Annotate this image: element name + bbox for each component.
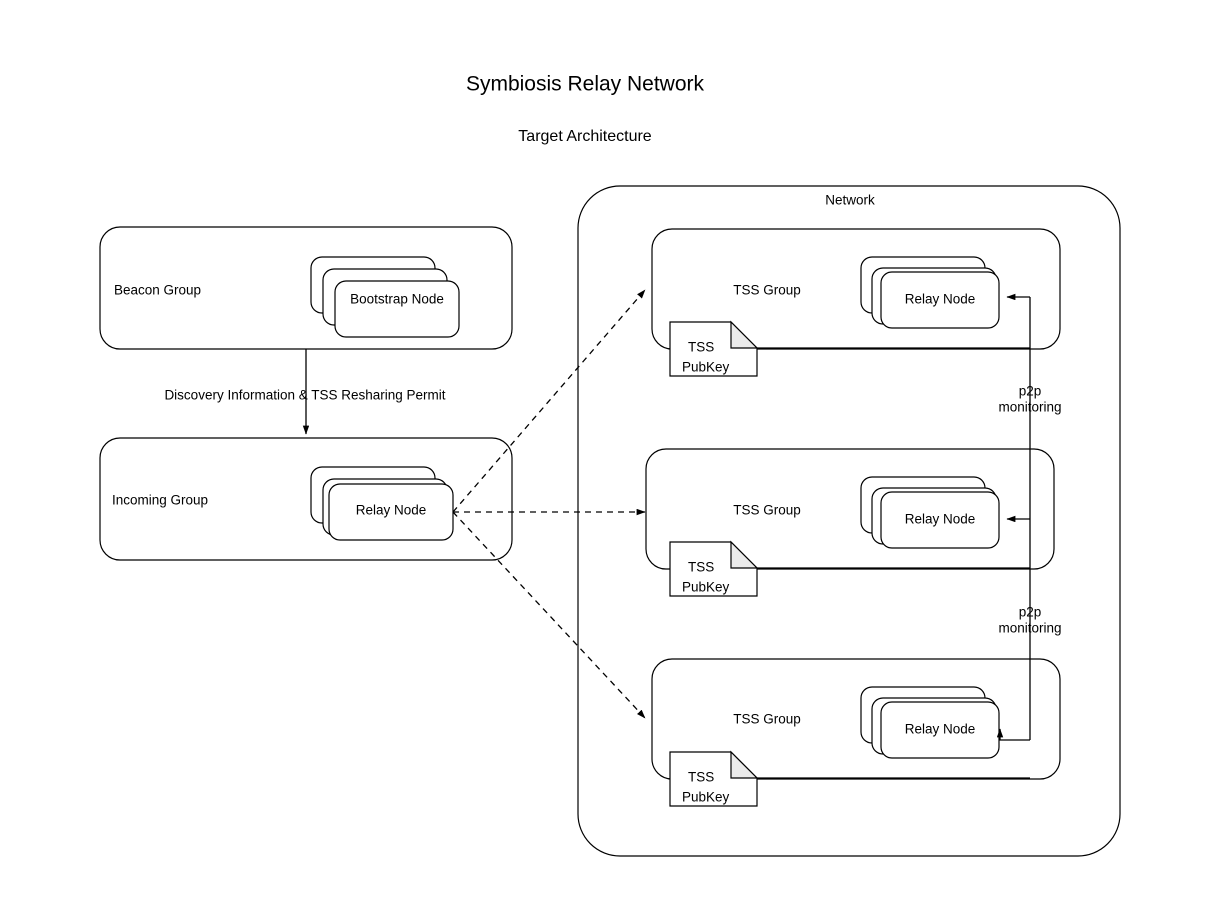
tss-group-1-relay-node-label: Relay Node: [905, 292, 976, 307]
p2p-monitoring-label-2-line2: monitoring: [998, 621, 1061, 636]
tss-group-2[interactable]: TSS Group Relay Node TSS PubKey: [645, 448, 1055, 597]
network-label: Network: [825, 193, 875, 208]
discovery-flow-label: Discovery Information & TSS Resharing Pe…: [164, 388, 445, 403]
p2p-monitoring-label-2-line1: p2p: [1019, 605, 1042, 620]
dashed-arrow-to-tss-group-3: [452, 511, 646, 719]
p2p-monitoring-label-1-line1: p2p: [1019, 384, 1042, 399]
incoming-relay-node-stack[interactable]: Relay Node: [310, 466, 454, 541]
tss-group-1-relay-node-stack[interactable]: Relay Node: [860, 256, 1000, 329]
tss-group-3-relay-node-label: Relay Node: [905, 722, 976, 737]
bootstrap-node-stack[interactable]: Bootstrap Node: [310, 256, 460, 338]
bootstrap-node-label: Bootstrap Node: [350, 292, 444, 307]
tss-group-2-relay-node-stack[interactable]: Relay Node: [860, 476, 1000, 549]
p2p-monitoring-connectors: p2p monitoring p2p monitoring: [996, 293, 1062, 741]
p2p-monitoring-label-1-line2: monitoring: [998, 400, 1061, 415]
tss-group-2-label: TSS Group: [733, 503, 801, 518]
tss-group-3[interactable]: TSS Group Relay Node TSS PubKey: [651, 658, 1061, 807]
tss-group-2-pubkey-note[interactable]: TSS PubKey: [669, 540, 759, 597]
discovery-flow-connector: Discovery Information & TSS Resharing Pe…: [164, 349, 446, 435]
dashed-arrow-to-tss-group-1: [452, 289, 646, 513]
tss-group-3-pubkey-line2: PubKey: [682, 790, 730, 805]
tss-group-3-box[interactable]: [651, 658, 1061, 780]
tss-group-2-relay-card-front[interactable]: [880, 491, 1000, 549]
tss-group-1-box[interactable]: [651, 228, 1061, 350]
tss-group-1-relay-card-front[interactable]: [880, 271, 1000, 329]
tss-group-2-pubkey-line1: TSS: [688, 560, 714, 575]
incoming-group-label: Incoming Group: [112, 493, 208, 508]
network-container: Network: [577, 185, 1121, 857]
tss-group-2-pubkey-line2: PubKey: [682, 580, 730, 595]
tss-group-3-pubkey-line1: TSS: [688, 770, 714, 785]
dashed-connectors: [452, 289, 646, 719]
tss-group-3-relay-node-stack[interactable]: Relay Node: [860, 686, 1000, 759]
tss-group-2-box[interactable]: [645, 448, 1055, 570]
network-boundary: [577, 185, 1121, 857]
tss-group-3-label: TSS Group: [733, 712, 801, 727]
incoming-relay-node-label: Relay Node: [356, 503, 427, 518]
beacon-group[interactable]: Beacon Group Bootstrap Node: [99, 226, 513, 350]
beacon-group-label: Beacon Group: [114, 283, 201, 298]
page-title: Symbiosis Relay Network: [466, 73, 705, 96]
pubkey-rails: [757, 347, 1030, 779]
tss-group-2-relay-node-label: Relay Node: [905, 512, 976, 527]
page-subtitle: Target Architecture: [518, 128, 652, 145]
p2p-arrow-to-relay-3: [996, 728, 1030, 741]
tss-group-2-pubkey-fold-icon: [730, 540, 759, 569]
tss-group-1-label: TSS Group: [733, 283, 801, 298]
tss-group-3-pubkey-note[interactable]: TSS PubKey: [669, 750, 759, 807]
tss-group-1-pubkey-line2: PubKey: [682, 360, 730, 375]
incoming-group[interactable]: Incoming Group Relay Node: [99, 437, 513, 561]
tss-group-1-pubkey-line1: TSS: [688, 340, 714, 355]
bootstrap-node-card-front[interactable]: [334, 280, 460, 338]
tss-group-1[interactable]: TSS Group Relay Node TSS PubKey: [651, 228, 1061, 377]
tss-group-1-pubkey-note[interactable]: TSS PubKey: [669, 320, 759, 377]
tss-group-3-pubkey-fold-icon: [730, 750, 759, 779]
tss-group-1-pubkey-fold-icon: [730, 320, 759, 349]
